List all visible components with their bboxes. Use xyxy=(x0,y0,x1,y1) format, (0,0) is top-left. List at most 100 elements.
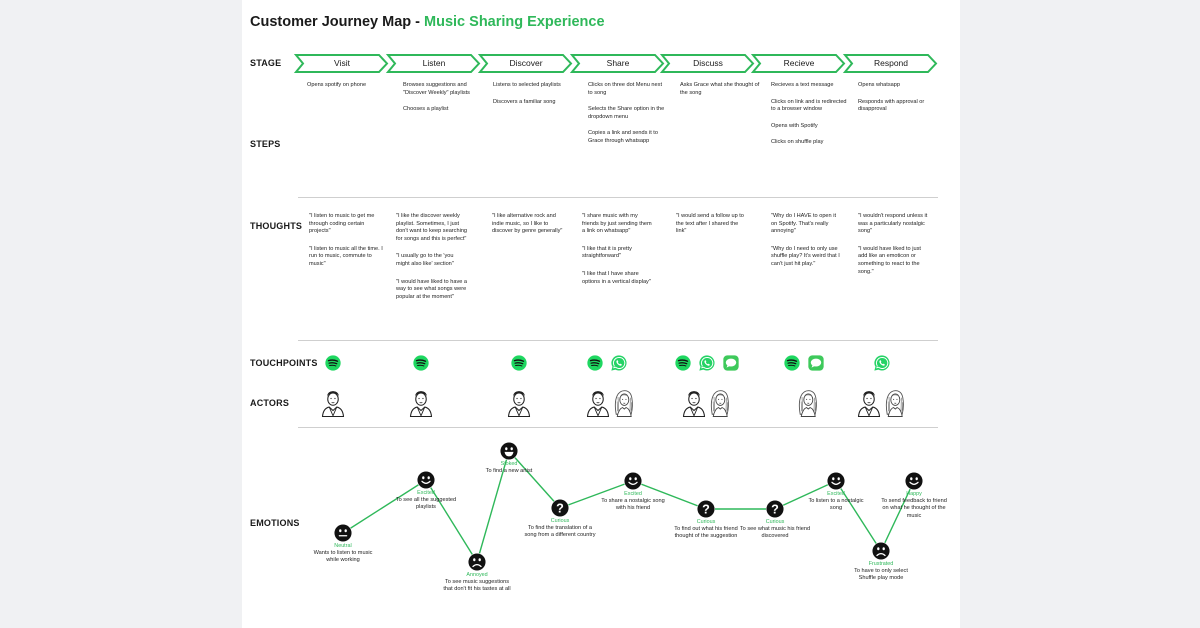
emotion-node: ? xyxy=(551,499,569,517)
touchpoint-icon xyxy=(586,354,604,372)
stage-chevron: Respond xyxy=(842,54,938,73)
thoughts-column: "I wouldn't respond unless it was a part… xyxy=(858,213,930,286)
emotion-link xyxy=(476,450,510,563)
stage-chevron: Listen xyxy=(385,54,481,73)
stage-label: Discuss xyxy=(693,58,723,68)
thought-text: "I share music with my friends by just s… xyxy=(582,213,652,235)
sad-face-icon xyxy=(872,542,890,560)
thoughts-column: "I would send a follow up to the text af… xyxy=(676,213,748,246)
smile-face-icon xyxy=(905,472,923,490)
thought-text: "I like the discover weekly playlist. So… xyxy=(396,213,468,242)
step-text: Responds with approval or disapproval xyxy=(858,98,925,113)
step-text: Listens to selected playlists xyxy=(493,82,561,88)
step-text: Chooses a playlist xyxy=(403,106,449,113)
row-label-stage: STAGE xyxy=(250,58,282,68)
row-label-emotions: EMOTIONS xyxy=(250,518,300,528)
spotify-icon xyxy=(784,355,800,371)
step-text: Opens whatsapp xyxy=(858,82,900,88)
messages-icon xyxy=(808,355,824,371)
chevron-shape xyxy=(293,54,389,73)
journey-map-canvas xyxy=(242,0,960,628)
stage-chevron: Discuss xyxy=(659,54,755,73)
thoughts-column: "I like the discover weekly playlist. So… xyxy=(396,213,468,311)
emotion-name: Stoked xyxy=(500,461,518,467)
smile-face-icon xyxy=(624,472,642,490)
thought-text: "I like that I have share options in a v… xyxy=(582,270,651,285)
stage-chevron: Recieve xyxy=(750,54,846,73)
stage-chevron: Visit xyxy=(293,54,389,73)
emotion-name: Curious xyxy=(765,519,785,525)
emotion-description: To have to only select Shuffle play mode xyxy=(854,568,908,582)
thought-text: "Why do I need to only use shuffle play?… xyxy=(771,245,840,267)
emotion-link xyxy=(425,479,478,563)
stage-label: Recieve xyxy=(783,58,815,68)
emotion-description: To find out what his friend thought of t… xyxy=(674,526,738,540)
title-accent: Music Sharing Experience xyxy=(424,14,605,30)
step-text: Opens with Spotify xyxy=(771,122,818,129)
emotion-node xyxy=(827,472,845,490)
emotion-link xyxy=(632,480,707,510)
emotion-description: To send feedback to friend on what he th… xyxy=(881,498,947,519)
man-avatar-icon xyxy=(682,391,706,418)
emotion-link xyxy=(508,450,561,509)
thought-text: "I listen to music all the time. I run t… xyxy=(309,245,383,267)
actor-avatar xyxy=(583,388,613,418)
row-label-steps: STEPS xyxy=(250,139,281,149)
spotify-icon xyxy=(511,355,527,371)
man-avatar-icon xyxy=(586,391,610,418)
emotion-node xyxy=(872,542,890,560)
emotion-link xyxy=(774,480,837,510)
woman-avatar-icon xyxy=(614,390,633,417)
title-main: Customer Journey Map - xyxy=(250,14,425,30)
row-label-actors: ACTORS xyxy=(250,398,290,408)
emotion-description: To see music suggestions that don't fit … xyxy=(443,579,511,593)
actor-avatar xyxy=(504,388,534,418)
emotion-node xyxy=(905,472,923,490)
question-face-icon: ? xyxy=(766,500,784,518)
step-text: Selects the Share option in the dropdown… xyxy=(588,106,665,120)
actor-avatar xyxy=(854,388,884,418)
whatsapp-icon xyxy=(611,355,627,371)
step-text: Asks Grace what she thought of the song xyxy=(680,82,760,96)
step-text: Clicks on shuffle play xyxy=(771,139,824,146)
touchpoint-icon xyxy=(324,354,342,372)
touchpoint-icon xyxy=(722,354,740,372)
emotion-node: ? xyxy=(697,500,715,518)
steps-column: Browses suggestions and "Discover Weekly… xyxy=(403,82,483,123)
step-text: Clicks on three dot Menu next to song xyxy=(588,82,662,96)
emotion-node xyxy=(417,471,435,489)
touchpoint-icon xyxy=(873,354,891,372)
emotion-description: To see all the suggested playlists xyxy=(395,497,457,511)
touchpoint-icon xyxy=(807,354,825,372)
emotion-description: To find a new artist xyxy=(485,468,533,474)
whatsapp-icon xyxy=(699,355,715,371)
thought-text: "I would send a follow up to the text af… xyxy=(676,213,744,235)
thought-text: "I listen to music to get me through cod… xyxy=(309,213,375,235)
spotify-icon xyxy=(675,355,691,371)
chevron-shape xyxy=(750,54,846,73)
thought-text: "Why do I HAVE to open it on Spotify. Th… xyxy=(771,213,836,235)
thoughts-column: "Why do I HAVE to open it on Spotify. Th… xyxy=(771,213,843,279)
emotion-node: ? xyxy=(766,500,784,518)
actor-avatar xyxy=(880,388,910,418)
divider-steps xyxy=(298,197,938,198)
emotion-description: Wants to listen to music while working xyxy=(313,550,373,564)
touchpoint-icon xyxy=(783,354,801,372)
stage-label: Respond xyxy=(873,58,909,68)
thought-text: "I usually go to the 'you might also lik… xyxy=(396,253,454,267)
svg-text:?: ? xyxy=(556,502,564,516)
man-avatar-icon xyxy=(321,391,345,418)
thought-text: "I would have liked to have a way to see… xyxy=(396,278,468,300)
messages-icon xyxy=(723,355,739,371)
emotion-name: Curious xyxy=(696,519,716,525)
step-text: Copies a link and sends it to Grace thro… xyxy=(588,130,658,144)
smile-face-icon xyxy=(417,471,435,489)
emotion-link xyxy=(835,480,882,552)
touchpoint-icon xyxy=(412,354,430,372)
actor-avatar xyxy=(679,388,709,418)
emotion-link xyxy=(880,480,915,552)
divider-thoughts xyxy=(298,340,938,341)
